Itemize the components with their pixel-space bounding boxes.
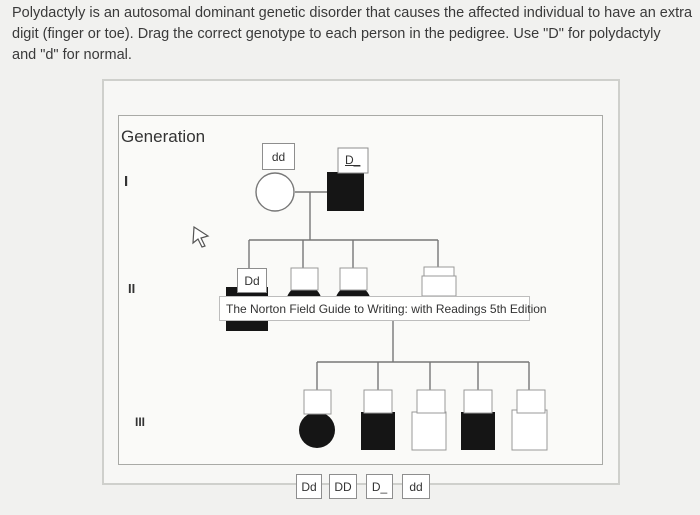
gen2-drop-zone-3[interactable] — [339, 267, 368, 291]
generation-label-3: III — [135, 415, 146, 429]
gen1-male-drop-zone[interactable] — [337, 147, 369, 174]
gen2-first-genotype[interactable]: Dd — [237, 268, 267, 293]
answer-tile-dd-upper[interactable]: Dd — [296, 474, 322, 499]
gen2-drop-zone-2[interactable] — [290, 267, 319, 291]
gen1-male-symbol — [327, 172, 364, 211]
gen3-affected-female-symbol — [299, 412, 335, 448]
gen3-drop-zone-2[interactable] — [363, 389, 393, 414]
gen2-unaffected-male-symbol — [421, 275, 457, 297]
gen3-affected-male-symbol-2 — [461, 412, 495, 450]
generation-heading: Generation — [121, 127, 206, 146]
gen1-female-symbol — [255, 172, 295, 212]
gen3-affected-male-symbol-1 — [361, 412, 395, 450]
gen3-drop-zone-3[interactable] — [416, 389, 446, 414]
answer-tile-DD[interactable]: DD — [329, 474, 357, 499]
gen3-drop-zone-5[interactable] — [516, 389, 546, 414]
gen3-drop-zone-4[interactable] — [463, 389, 493, 414]
gen1-female-genotype[interactable]: dd — [262, 143, 295, 170]
generation-label-1: I — [124, 173, 129, 190]
answer-tile-D-blank[interactable]: D_ — [366, 474, 393, 499]
instructions-text: Polydactyly is an autosomal dominant gen… — [12, 5, 693, 63]
gen3-unaffected-male-symbol-2 — [511, 409, 548, 451]
gen3-unaffected-male-symbol-1 — [411, 411, 447, 451]
generation-label-2: II — [128, 281, 136, 296]
tooltip: The Norton Field Guide to Writing: with … — [219, 296, 547, 321]
mouse-cursor-icon — [192, 225, 210, 248]
gen3-drop-zone-1[interactable] — [303, 389, 332, 415]
answer-tile-dd[interactable]: dd — [402, 474, 430, 499]
gen1-male-genotype[interactable]: D_ — [345, 153, 361, 167]
